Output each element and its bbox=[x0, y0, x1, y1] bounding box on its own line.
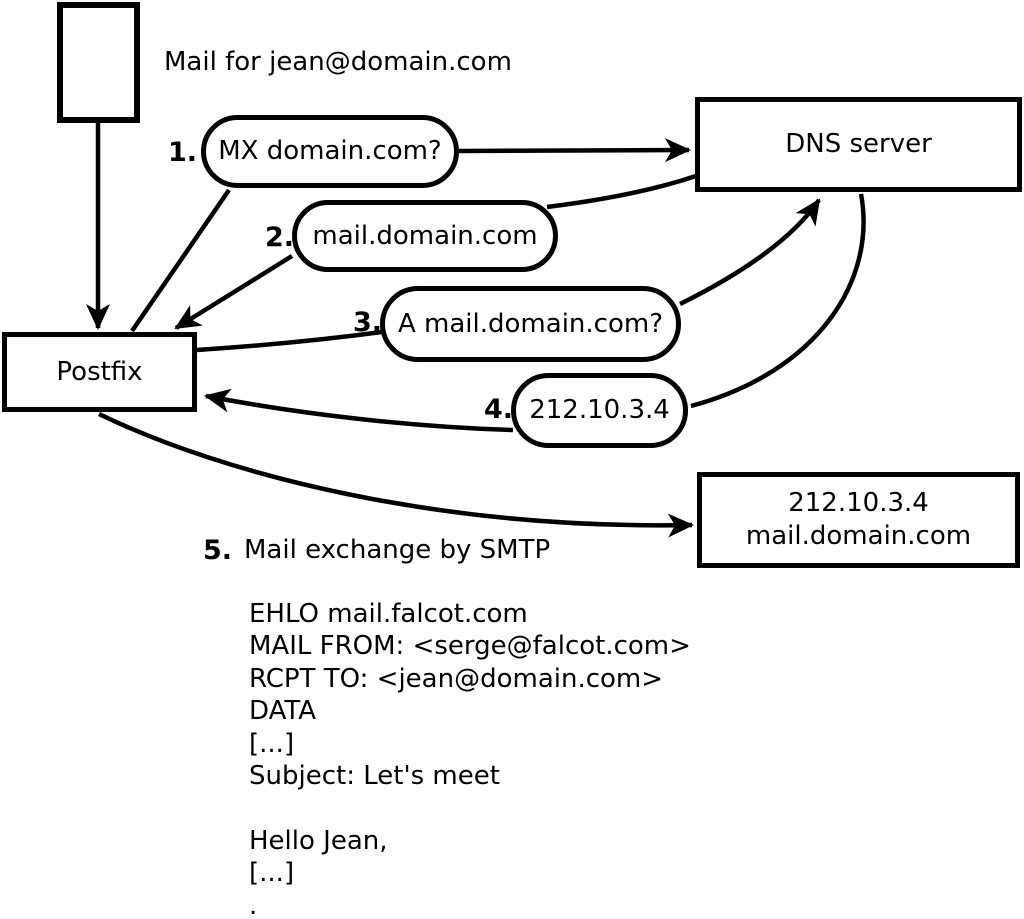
mail-server-node: 212.10.3.4 mail.domain.com bbox=[697, 472, 1020, 568]
step4-number: 4. bbox=[483, 394, 513, 425]
mail-message-icon bbox=[57, 2, 140, 123]
line-postfix-to-mx-query bbox=[130, 188, 231, 333]
step5-label: Mail exchange by SMTP bbox=[244, 535, 551, 565]
line-dns-to-mx-answer bbox=[546, 173, 697, 210]
step1-mx-query-pill: MX domain.com? bbox=[201, 115, 459, 188]
step3-pill-label: A mail.domain.com? bbox=[398, 308, 663, 339]
step1-pill-label: MX domain.com? bbox=[218, 136, 442, 166]
line-postfix-to-a-query bbox=[196, 329, 383, 353]
postfix-node: Postfix bbox=[2, 332, 197, 412]
arrow-mx-answer-to-postfix bbox=[174, 254, 294, 330]
arrow-a-query-to-dns bbox=[679, 198, 821, 307]
postfix-label: Postfix bbox=[56, 356, 143, 387]
dns-server-node: DNS server bbox=[695, 97, 1022, 192]
step3-a-query-pill: A mail.domain.com? bbox=[380, 286, 681, 362]
step5-number: 5. bbox=[203, 535, 233, 566]
dns-server-label: DNS server bbox=[785, 129, 932, 159]
smtp-session-transcript: EHLO mail.falcot.com MAIL FROM: <serge@f… bbox=[249, 599, 691, 919]
diagram-title: Mail for jean@domain.com bbox=[164, 47, 512, 77]
step1-number: 1. bbox=[167, 137, 197, 168]
step4-pill-label: 212.10.3.4 bbox=[529, 395, 670, 425]
step2-pill-label: mail.domain.com bbox=[312, 220, 538, 251]
step3-number: 3. bbox=[352, 307, 382, 338]
arrow-mx-query-to-dns bbox=[458, 138, 691, 163]
mail-server-host: mail.domain.com bbox=[745, 521, 972, 551]
step4-a-answer-pill: 212.10.3.4 bbox=[511, 373, 688, 448]
step2-mx-answer-pill: mail.domain.com bbox=[292, 200, 558, 272]
step2-number: 2. bbox=[264, 222, 294, 253]
arrow-postfix-to-mailserver-smtp bbox=[98, 411, 694, 538]
mail-server-ip: 212.10.3.4 bbox=[788, 488, 929, 518]
arrow-a-answer-to-postfix bbox=[204, 388, 514, 433]
line-dns-to-a-answer bbox=[690, 193, 866, 409]
